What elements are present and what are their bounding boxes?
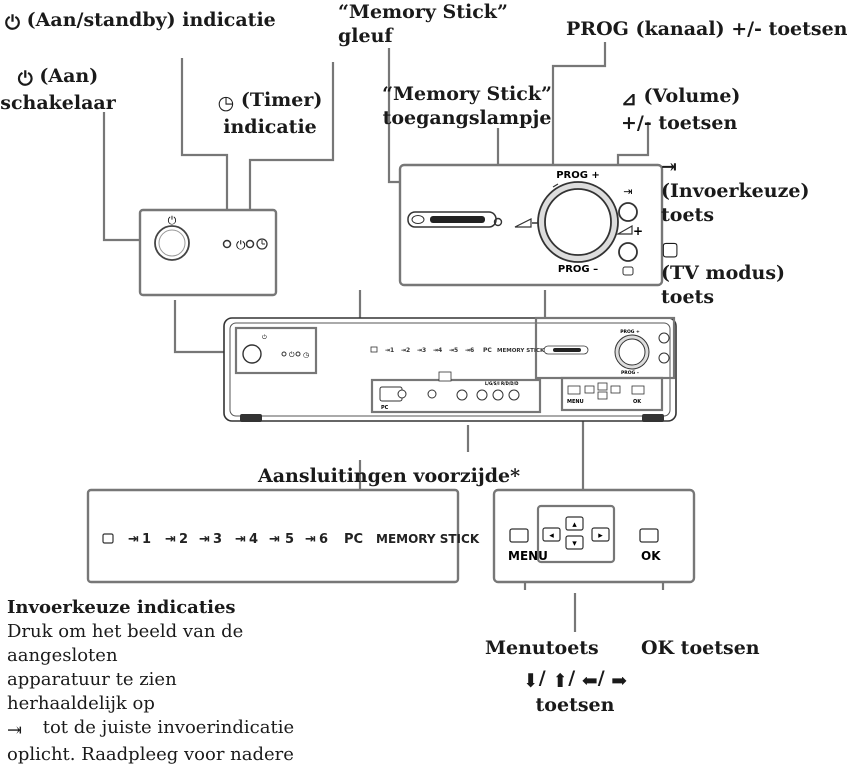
svg-text:⇥: ⇥ xyxy=(165,532,176,547)
ok-key-label: OK toetsen xyxy=(641,637,760,659)
tv-body: ⏻ ⏻ ◷ ⇥1 ⇥2 ⇥3 ⇥4 ⇥5 ⇥6 PC MEMORY STICK … xyxy=(223,316,677,422)
svg-text:⏻: ⏻ xyxy=(289,351,295,359)
input-indicators-title: Invoerkeuze indicaties xyxy=(7,597,236,618)
tv-mode-button xyxy=(618,242,638,262)
arrow-left-button xyxy=(542,527,561,542)
svg-text:⇥: ⇥ xyxy=(128,532,139,547)
svg-text:⇥: ⇥ xyxy=(269,532,280,547)
prog-keys-label: PROG (kanaal) +/- toetsen xyxy=(566,18,848,40)
svg-text:⇥: ⇥ xyxy=(305,532,316,547)
svg-text:PROG –: PROG – xyxy=(621,370,640,376)
menu-button xyxy=(509,528,529,543)
svg-text:⇥: ⇥ xyxy=(199,532,210,547)
ok-button xyxy=(639,528,659,543)
arrow-keys-label: ⬇/ ⬆/ ⬅/ ➡ toetsen xyxy=(522,667,628,716)
tv-mode-icon: ▢ xyxy=(661,238,679,260)
power-icon: ⏻ xyxy=(5,12,21,34)
svg-text:OK: OK xyxy=(641,549,661,563)
svg-text:6: 6 xyxy=(319,532,328,547)
svg-text:PC: PC xyxy=(483,347,492,354)
prog-plus-label: PROG + xyxy=(556,170,600,181)
memory-stick-lamp-label: “Memory Stick” toegangslampje xyxy=(382,83,552,129)
arrow-right-button xyxy=(591,527,610,542)
svg-text:⇥3: ⇥3 xyxy=(417,347,426,354)
svg-text:⇥6: ⇥6 xyxy=(465,347,474,354)
arrow-left-icon: ⬅ xyxy=(581,670,598,692)
power-icon: ⏻ xyxy=(17,68,33,90)
svg-text:MEMORY STICK: MEMORY STICK xyxy=(497,348,545,354)
tv-mode-label: ▢ (TV modus) toets xyxy=(661,238,786,308)
svg-text:⏻: ⏻ xyxy=(236,238,246,252)
svg-text:⇥5: ⇥5 xyxy=(449,347,458,354)
svg-text:▾: ▾ xyxy=(572,539,577,549)
tv-front-panel-diagram: ⏻ ⏻ PROG + PROG – + ⇥ xyxy=(86,42,696,632)
svg-text:1: 1 xyxy=(142,532,151,547)
svg-text:5: 5 xyxy=(285,532,294,547)
timer-indicator-label: ◷ (Timer) indicatie xyxy=(217,89,323,138)
volume-icon: ⊿ xyxy=(621,88,637,110)
svg-text:▴: ▴ xyxy=(572,520,577,530)
svg-text:PC: PC xyxy=(344,532,363,547)
leader-lines xyxy=(102,42,665,632)
svg-text:4: 4 xyxy=(249,532,258,547)
volume-keys-label: ⊿ (Volume) +/- toetsen xyxy=(621,85,741,134)
input-indicators-text-line4: oplicht. Raadpleeg voor nadere xyxy=(7,744,294,765)
power-panel-zoom: ⏻ ⏻ xyxy=(138,208,278,297)
svg-text:MEMORY STICK: MEMORY STICK xyxy=(376,532,480,546)
timer-icon: ◷ xyxy=(217,92,235,114)
svg-text:2: 2 xyxy=(179,532,188,547)
prog-minus-label: PROG – xyxy=(558,264,598,275)
menu-panel-zoom: MENU ◂ ▴ ▾ ▸ OK xyxy=(492,488,696,584)
svg-text:3: 3 xyxy=(213,532,222,547)
svg-text:⇥1: ⇥1 xyxy=(385,347,394,354)
input-select-label: ⇥ (Invoerkeuze) toets xyxy=(661,156,810,226)
front-connectors-label: Aansluitingen voorzijde* xyxy=(258,465,521,487)
power-indicator-label: ⏻ (Aan/standby) indicatie xyxy=(5,9,276,34)
power-switch-label: ⏻ (Aan) schakelaar xyxy=(0,65,116,114)
svg-text:⇥2: ⇥2 xyxy=(401,347,410,354)
svg-text:+: + xyxy=(633,224,643,238)
svg-text:◷: ◷ xyxy=(303,351,310,359)
svg-text:OK: OK xyxy=(633,399,642,405)
svg-text:PC: PC xyxy=(381,405,389,411)
svg-text:◂: ◂ xyxy=(549,531,554,541)
menu-key-label: Menutoets xyxy=(485,637,599,659)
control-panel-zoom: PROG + PROG – + ⇥ xyxy=(398,163,664,287)
arrow-right-icon: ➡ xyxy=(611,670,628,692)
svg-text:⏻: ⏻ xyxy=(262,334,267,341)
svg-text:⇥: ⇥ xyxy=(235,532,246,547)
power-switch-button xyxy=(154,225,190,261)
input-indicators-text-line2: apparatuur te zien herhaaldelijk op xyxy=(7,669,177,714)
svg-text:⏻: ⏻ xyxy=(168,214,177,227)
arrow-up-button xyxy=(565,516,584,531)
input-indicators-text-line1: Druk om het beeld van de aangesloten xyxy=(7,621,244,666)
svg-text:PROG +: PROG + xyxy=(620,329,640,335)
arrow-up-icon: ⬆ xyxy=(552,670,569,692)
input-indicators-text-line3: ⇥ tot de juiste invoerindicatie xyxy=(7,717,295,741)
input-select-button xyxy=(618,202,638,222)
svg-text:⇥4: ⇥4 xyxy=(433,347,442,354)
svg-text:L/G/S/I R/D/D/D: L/G/S/I R/D/D/D xyxy=(485,381,519,386)
input-select-icon: ⇥ xyxy=(661,156,677,178)
svg-text:MENU: MENU xyxy=(567,399,584,405)
arrow-down-button xyxy=(565,535,584,550)
svg-text:▸: ▸ xyxy=(598,531,603,541)
memory-stick-slot-label: “Memory Stick” gleuf xyxy=(338,1,508,47)
svg-text:⇥: ⇥ xyxy=(623,185,632,198)
input-indicators-section: Invoerkeuze indicaties Druk om het beeld… xyxy=(7,596,297,767)
input-select-icon: ⇥ xyxy=(7,720,23,741)
indicator-strip-zoom: ⇥1 ⇥2 ⇥3 ⇥4 ⇥5 ⇥6 PC MEMORY STICK xyxy=(86,488,480,584)
arrow-down-icon: ⬇ xyxy=(522,670,539,692)
